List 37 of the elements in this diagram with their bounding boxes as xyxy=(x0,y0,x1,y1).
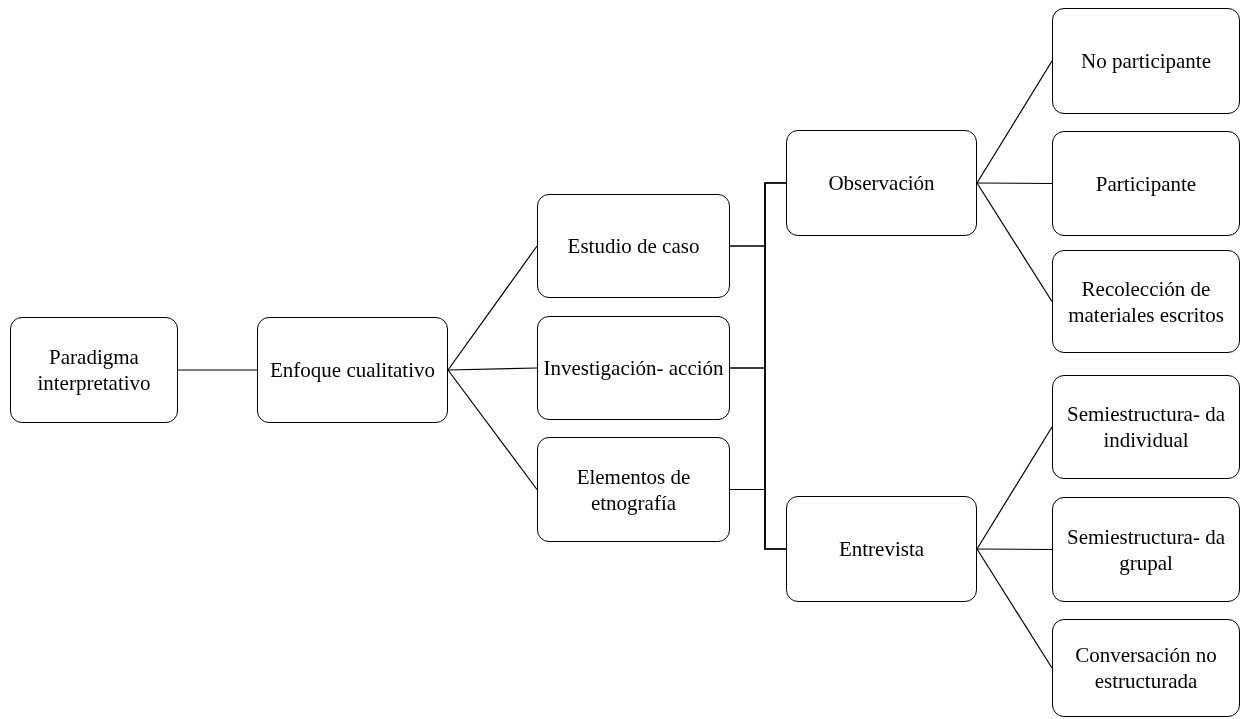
connector-line xyxy=(976,426,1053,550)
rounded-box xyxy=(786,496,977,602)
rounded-box xyxy=(10,317,178,423)
box-label: Semiestructura- da grupal xyxy=(1066,523,1226,576)
connector-line xyxy=(447,245,538,371)
connector-line xyxy=(177,369,258,371)
rounded-box xyxy=(257,317,448,423)
rounded-box xyxy=(537,194,730,298)
rounded-box xyxy=(1052,619,1240,717)
rounded-box xyxy=(1052,8,1240,114)
box-label: Participante xyxy=(1095,170,1197,197)
rounded-box xyxy=(786,130,977,236)
connector-line xyxy=(976,548,1053,669)
connector-line xyxy=(447,369,538,491)
box-label: Entrevista xyxy=(838,536,925,562)
connector-line xyxy=(976,182,1053,185)
connector-line xyxy=(976,60,1053,184)
box-label: Paradigma interpretativo xyxy=(36,344,152,396)
box-label: Investigación- acción xyxy=(543,355,724,381)
rounded-box xyxy=(1052,250,1240,353)
rounded-box xyxy=(537,316,730,420)
box-label: Elementos de etnografía xyxy=(575,463,692,516)
box-label: Enfoque cualitativo xyxy=(270,357,435,383)
rounded-box xyxy=(537,437,730,542)
rounded-box xyxy=(1052,375,1240,479)
box-label: Recolección de materiales escritos xyxy=(1067,275,1225,328)
box-label: Conversación no estructurada xyxy=(1074,642,1218,694)
box-label: Semiestructura- da individual xyxy=(1066,401,1226,453)
box-label: Observación xyxy=(828,170,935,196)
connector-line xyxy=(976,548,1053,551)
box-label: Estudio de caso xyxy=(567,233,700,259)
connector-line xyxy=(729,488,787,550)
rounded-box xyxy=(1052,497,1240,602)
box-label: No participante xyxy=(1081,48,1211,74)
connector-line xyxy=(976,182,1053,303)
rounded-box xyxy=(1052,131,1240,236)
connector-line xyxy=(447,367,538,371)
